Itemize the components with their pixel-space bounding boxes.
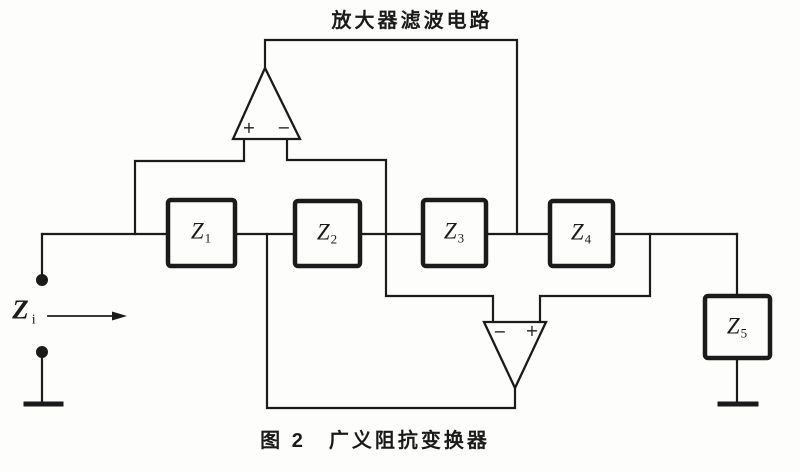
z3-label-sub: 3 (457, 230, 465, 246)
z3-label: Z3 (444, 220, 464, 245)
opamp1-output-feedback-wire (263, 38, 519, 236)
z4-box (547, 198, 616, 269)
input-terminal-top-dot (36, 274, 48, 286)
z2-label-base: Z (316, 219, 330, 245)
z2-label-sub: 2 (330, 231, 338, 247)
z4-label-sub: 4 (584, 231, 592, 247)
opamp2-triangle (482, 320, 548, 391)
figure-caption: 图 2 广义阻抗变换器 (260, 430, 490, 452)
z2-box (292, 198, 363, 269)
z2-label: Z2 (317, 221, 337, 246)
z4-label: Z4 (571, 221, 591, 246)
opamp1-plus-input-wire (133, 137, 246, 236)
z1-label: Z1 (191, 220, 211, 245)
top-label: 放大器滤波电路 (331, 10, 493, 32)
input-impedance-arrow-head (112, 311, 127, 321)
input-impedance-label-sub: i (31, 312, 36, 328)
opamp2-output-feedback-wire (265, 232, 517, 410)
z5-label-base: Z (726, 313, 740, 339)
z3-box (420, 197, 489, 269)
opamp2-plus-input-wire (538, 232, 652, 323)
z1-label-sub: 1 (204, 230, 212, 246)
input-impedance-label-base: Z (12, 294, 29, 325)
z5-box (702, 293, 773, 361)
opamp1-plus-sign: + (242, 118, 256, 137)
z1-label-base: Z (190, 218, 204, 244)
opamp1-minus-input-wire (285, 137, 495, 323)
opamp1-triangle (231, 65, 302, 141)
opamp1-minus-sign: − (277, 118, 291, 137)
input-terminal-bottom-dot (36, 346, 48, 358)
opamp2-minus-sign: − (493, 322, 507, 341)
z3-label-base: Z (443, 218, 457, 244)
z4-label-base: Z (570, 219, 584, 245)
opamp2-plus-sign: + (525, 321, 539, 340)
z5-label: Z5 (727, 315, 747, 340)
z1-box (165, 197, 238, 269)
z5-label-sub: 5 (740, 325, 748, 341)
